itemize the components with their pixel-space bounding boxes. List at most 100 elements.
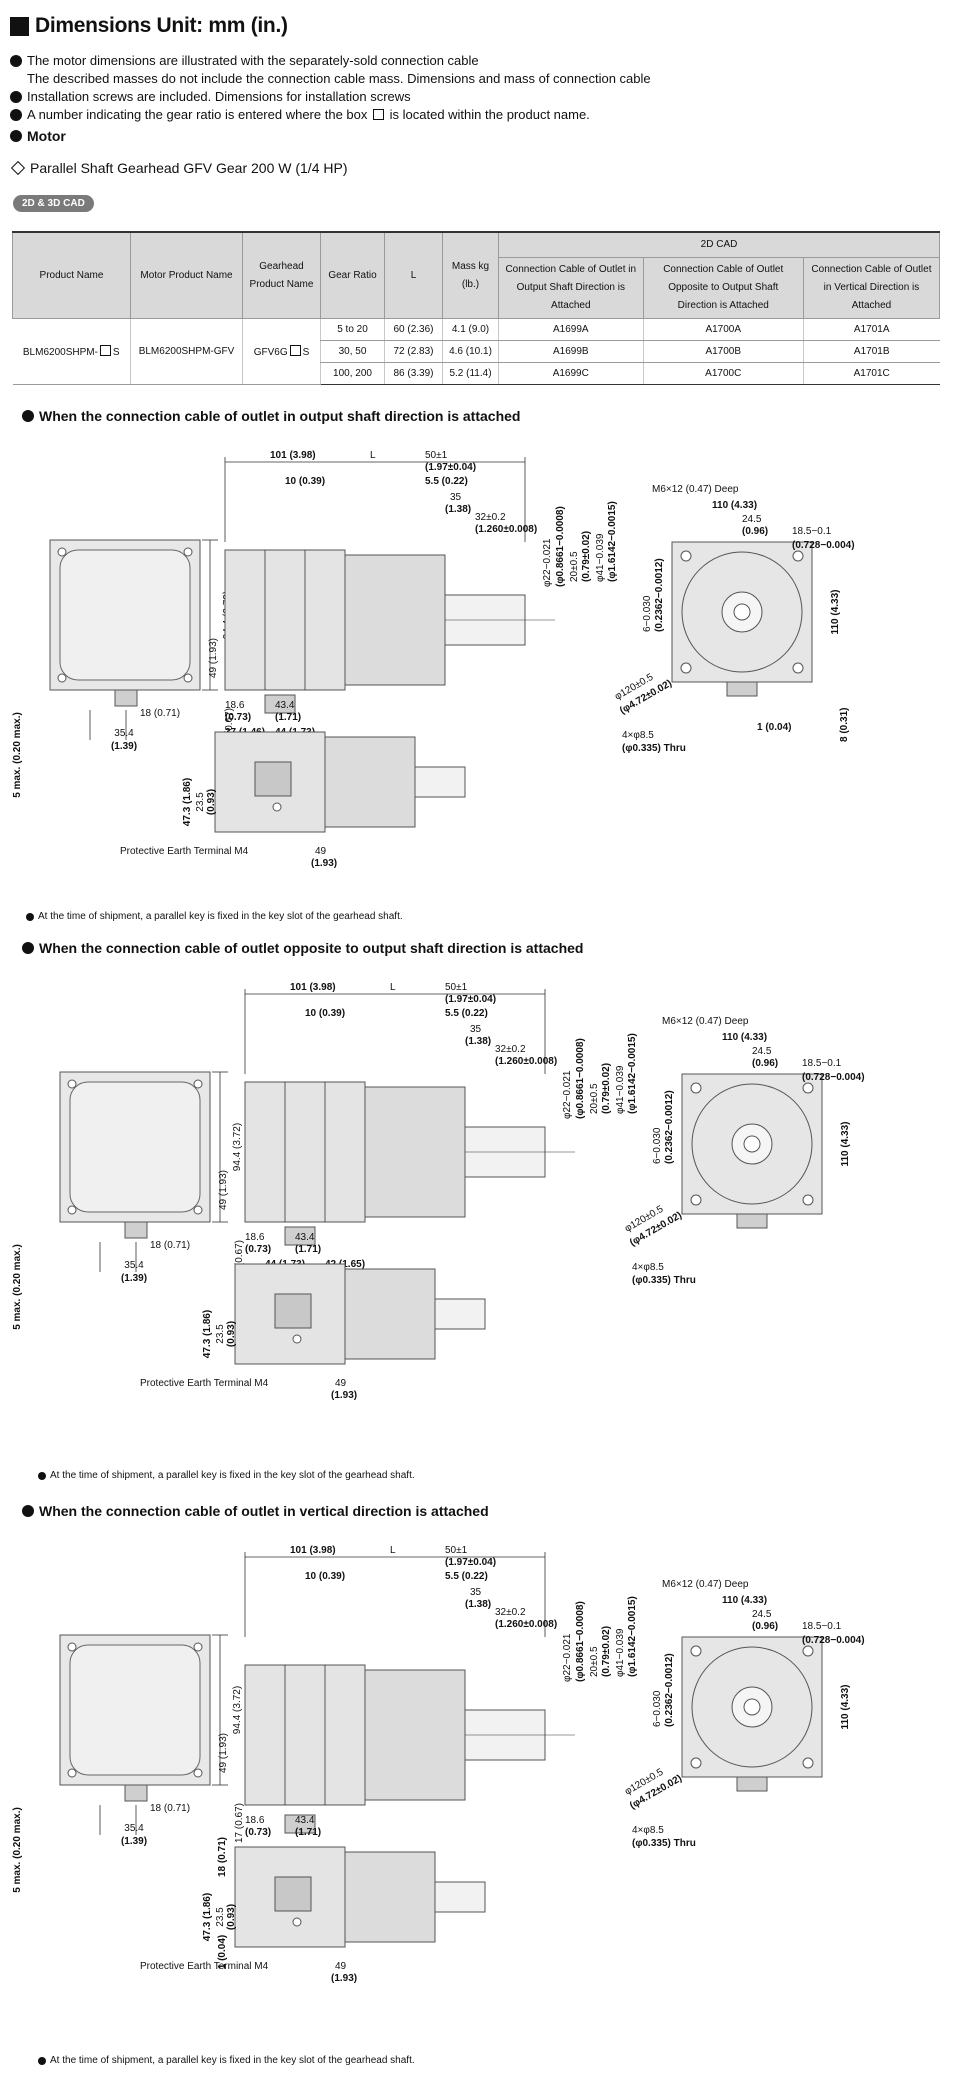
note-text: A number indicating the gear ratio is en… [27,107,368,122]
cad-opposite-link[interactable]: A1700C [642,362,804,385]
motor-product-cell: BLM6200SHPM-GFV [130,318,243,385]
dimension-label: 32±0.2 [475,512,506,523]
cad-vertical-link[interactable]: A1701C [802,362,940,385]
mount-hole-icon [690,1082,702,1094]
shaft-top-view [434,1298,486,1330]
gear-ratio-cell: 5 to 20 [320,318,385,341]
dimension-label: L [390,1545,396,1556]
dimension-label: 49 (1.93) [218,1170,229,1210]
dimension-label: 35 [450,492,462,503]
note-item: A number indicating the gear ratio is en… [10,106,651,124]
dimension-label: φ41−0.039 [615,1065,626,1114]
col-cad-opposite: Connection Cable of Outlet Opposite to O… [642,257,804,319]
bullet-icon [10,91,22,103]
dimension-label: 43.4 [275,700,295,711]
dimension-label: Protective Earth Terminal M4 [140,1378,269,1389]
connector-outline [736,1213,768,1229]
motor-body-side [224,549,346,691]
dimension-label: 18.5−0.1 [802,1621,842,1632]
dimension-label: 49 (1.93) [218,1733,229,1773]
shaft-center [743,1135,761,1153]
dimension-label: (1.93) [311,858,337,869]
cad-badge[interactable]: 2D & 3D CAD [13,195,94,212]
dimension-label: φ22−0.021 [562,1633,573,1682]
cad-output-link[interactable]: A1699C [498,362,644,385]
cad-opposite-link[interactable]: A1700A [642,318,804,341]
dimension-label: (1.97±0.04) [445,994,496,1005]
dimension-label: 94.4 (3.72) [232,1123,243,1171]
dimension-label: M6×12 (0.47) Deep [662,1016,749,1027]
dimension-label: (1.39) [121,1836,147,1847]
dimension-label: M6×12 (0.47) Deep [662,1579,749,1590]
mount-hole-icon [690,1757,702,1769]
connector-outline [284,1814,316,1834]
mount-hole-icon [67,1205,77,1215]
connector-outline [114,689,138,707]
dimension-label: φ22−0.021 [562,1070,573,1119]
shaft-center [733,603,751,621]
dimension-label: 18.6 [225,700,245,711]
pcd-circle [691,1646,813,1768]
dimension-label: 23.5 [215,1907,226,1927]
mount-hole-icon [802,1757,814,1769]
section-title-text: When the connection cable of outlet oppo… [39,940,584,956]
dimension-label: 18 (0.71) [217,1837,228,1877]
mass-cell: 4.6 (10.1) [442,340,499,363]
dimension-label: (1.93) [331,1390,357,1401]
dimension-label: 8 (0.31) [839,708,850,742]
cad-output-link[interactable]: A1699B [498,340,644,363]
bullet-spacer [10,73,22,85]
mount-hole-icon [680,662,692,674]
col-gear-ratio: Gear Ratio [320,231,385,319]
col-cad-output: Connection Cable of Outlet in Output Sha… [498,257,644,319]
dimension-label: (0.73) [245,1244,271,1255]
note-text: Installation screws are included. Dimens… [27,89,411,104]
dimension-label: 110 (4.33) [722,1595,767,1606]
dimension-label: 18.5−0.1 [792,526,832,537]
dimension-label: 6−0.030 [642,595,653,632]
pcd-circle [681,551,803,673]
dimension-label: 110 (4.33) [712,500,757,511]
dimension-label: 35 [470,1024,482,1035]
cad-vertical-link[interactable]: A1701A [802,318,940,341]
dimension-label: (1.93) [331,1973,357,1984]
section-title: When the connection cable of outlet in v… [22,1503,489,1519]
spec-table: Product Name Motor Product Name Gearhead… [12,231,941,385]
cad-output-link[interactable]: A1699A [498,318,644,341]
dimension-label: 35.4 [124,1260,144,1271]
notes-list: The motor dimensions are illustrated wit… [10,52,651,124]
bullet-icon [22,1505,34,1517]
shipment-note: At the time of shipment, a parallel key … [38,1470,415,1481]
dimension-label: 18.6 [245,1815,265,1826]
bullet-icon [22,410,34,422]
dimension-label: (0.2362−0.0012) [664,1653,675,1727]
shipment-note: At the time of shipment, a parallel key … [38,2055,415,2066]
l-cell: 86 (3.39) [384,362,443,385]
note-text: The described masses do not include the … [27,71,651,86]
gearhead-side [364,1086,466,1218]
dimension-label: (0.728−0.004) [802,1072,865,1083]
dimension-label: Protective Earth Terminal M4 [140,1961,269,1972]
gearhead-top-view [344,1851,436,1943]
cad-vertical-link[interactable]: A1701B [802,340,940,363]
motor-body-side [244,1664,366,1806]
l-cell: 60 (2.36) [384,318,443,341]
dimension-label: 94.4 (3.72) [232,1686,243,1734]
pe-terminal-block [274,1876,312,1912]
dimension-label: (φ0.335) Thru [632,1838,696,1849]
dimension-label: (0.79±0.02) [581,531,592,582]
shipment-note-text: At the time of shipment, a parallel key … [50,1470,415,1481]
dimension-label: (0.79±0.02) [601,1626,612,1677]
shaft-top-view [434,1881,486,1913]
mount-hole-icon [792,662,804,674]
dimension-label: 5.5 (0.22) [425,476,468,487]
box-icon [373,109,384,120]
mount-hole-icon [183,673,193,683]
connector-outline [284,1226,316,1246]
dimension-label: 1 (0.04) [757,722,791,733]
bullet-icon [10,109,22,121]
dimension-label: 6−0.030 [652,1690,663,1727]
dimension-label: 47.3 (1.86) [202,1310,213,1358]
cad-opposite-link[interactable]: A1700B [642,340,804,363]
mass-cell: 5.2 (11.4) [442,362,499,385]
